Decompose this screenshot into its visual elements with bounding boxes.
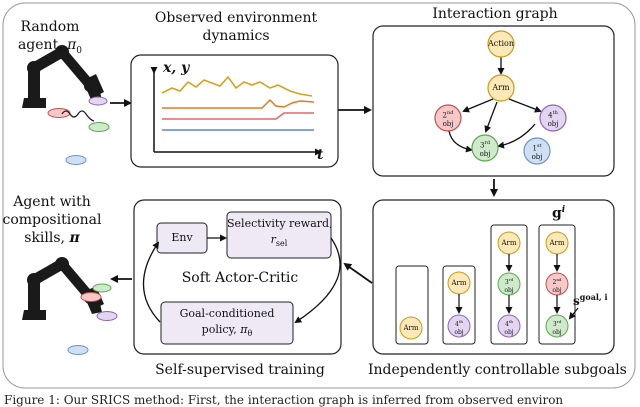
puck-red-bottom [80,292,102,302]
sg3-arm-label: Arm [501,239,517,247]
edge-obj4-obj3 [497,123,536,149]
node-obj3 [471,134,499,162]
edge-arm-obj3 [484,101,498,133]
robot-arm-bottom-icon [22,257,104,320]
env-label: Env [171,231,193,244]
reward-box [226,211,332,259]
dynamics-title: Observed environment dynamics [154,10,318,44]
node-obj3-label: 3rd obj [479,140,491,159]
sg1-arm-label: Arm [403,324,419,332]
node-obj2-label: 2nd obj [442,110,454,129]
sac-label: Soft Actor-Critic [181,270,299,286]
node-arm-label: Arm [492,83,510,92]
dynamics-panel [130,54,339,168]
dynamics-series-gold [161,75,313,97]
dynamics-t-label: t [317,147,324,163]
subgoals-caption: Independently controllable subgoals [368,362,627,378]
agent-skills-label: Agent with compositional skills, π [2,194,102,246]
outer-frame [2,2,636,389]
node-action-label: Action [488,39,514,48]
random-agent-label: Random agent, π0 [17,19,83,56]
spring-coil-top [61,110,95,122]
training-caption: Self-supervised training [155,362,325,378]
puck-blue-top [65,155,87,165]
dynamics-series-orange [162,98,315,109]
edge-policy-env [142,241,161,323]
sg2-arm-label: Arm [451,279,467,287]
puck-purple-top [88,96,108,106]
node-obj4-label: 4th obj [547,110,559,129]
policy-label: Goal-conditioned policy, πθ [179,307,275,339]
node-obj1-label: 1st obj [531,143,543,162]
node-obj4 [539,104,567,132]
g-label: gi [552,205,566,222]
figure-caption: Figure 1: Our SRICS method: First, the i… [4,393,564,407]
sg2-obj4-label: 4th obj [454,319,464,336]
sg3-obj3-label: 3rd obj [504,277,514,294]
edge-obj2-obj3 [448,130,473,153]
edge-arm-obj2 [462,98,494,113]
policy-box [160,301,294,345]
edge-reward-policy [294,237,341,324]
node-arm [487,74,515,102]
sg3-obj4-node [497,314,521,338]
node-action [487,30,515,58]
dynamics-series-red [162,112,314,120]
sg4-arm-label: Arm [549,239,565,247]
interaction-graph-title: Interaction graph [432,6,558,22]
puck-green-bottom [92,283,112,293]
sg2-obj4-node [447,314,471,338]
node-obj1 [523,137,551,165]
s-goal-pointer [568,307,579,320]
puck-blue-bottom [67,345,89,355]
edge-arm-obj4 [508,98,542,113]
puck-green-top [88,122,110,132]
puck-red-top [47,108,71,118]
sg3-obj4-label: 4th obj [504,319,514,336]
sg4-obj3-label: 3rd obj [552,319,562,336]
sg4-obj2-label: 2nd obj [552,277,562,294]
s-goal-label: sgoal, i [573,292,608,308]
interaction-graph-panel [372,25,615,177]
dynamics-xy-label: x, y [163,60,190,76]
arrow-subgoals-to-training [343,262,373,284]
reward-label: Selectivity reward, rsel [227,217,333,249]
sg4-obj3-node [545,314,569,338]
node-obj2 [434,104,462,132]
sg1-arm-node [399,316,423,340]
puck-purple-bottom [96,311,118,321]
